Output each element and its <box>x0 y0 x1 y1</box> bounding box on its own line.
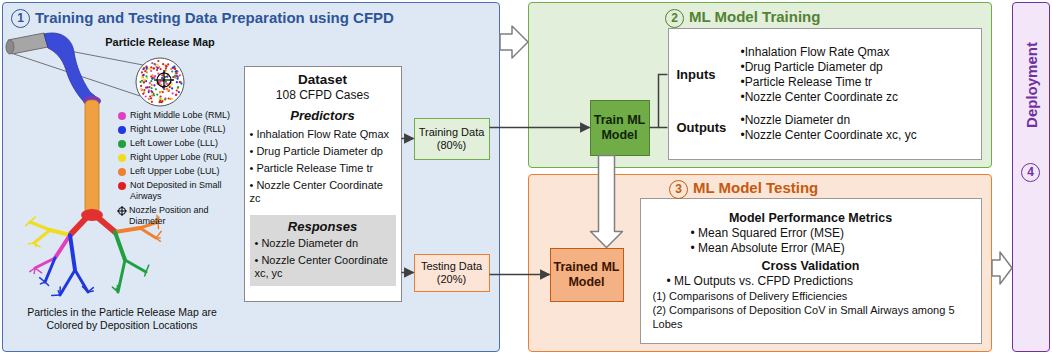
node-text: • Inhalation Flow Rate Qmax <box>250 128 396 141</box>
node-text: Cross Validation <box>647 259 975 274</box>
node-text: • Nozzle Center Coordinate xc, yc <box>255 254 391 280</box>
legend-text: Right Middle Lobe (RML) <box>130 110 230 121</box>
block-arrow <box>992 252 1012 284</box>
node-text: Dataset <box>250 72 396 88</box>
process-box: Trained ML Model <box>550 248 624 302</box>
block-arrow <box>500 26 528 58</box>
node-text: (80%) <box>437 139 466 152</box>
panel: 1 Training and Testing Data Preparation u… <box>2 2 500 352</box>
legend-text: Left Upper Lobe (LUL) <box>130 166 220 177</box>
node-text: (20%) <box>437 273 466 286</box>
node-text: Train ML Model <box>593 113 647 143</box>
node-text: •Inhalation Flow Rate Qmax <box>741 45 973 60</box>
dataset-box: Dataset108 CFPD CasesPredictors • Inhalat… <box>244 66 402 302</box>
legend-row: Nozzle Position and Diameter <box>118 205 242 227</box>
node-text: • Particle Release Time tr <box>250 162 396 175</box>
training-data-box: Training Data(80%) <box>414 118 490 160</box>
node-text: 108 CFPD Cases <box>250 88 396 103</box>
legend-swatch <box>118 140 126 148</box>
io-box: Inputs•Inhalation Flow Rate Qmax•Drug Pa… <box>668 28 982 160</box>
legend-swatch <box>118 126 126 134</box>
panel: 3 ML Model TestingTrained ML Model Model P… <box>528 174 992 352</box>
legend-swatch <box>118 112 126 120</box>
legend-swatch <box>118 168 126 176</box>
node-text: • Mean Absolute Error (MAE) <box>647 241 975 256</box>
process-box: Train ML Model <box>590 100 650 156</box>
node-text: Predictors <box>250 108 396 124</box>
step-number: 1 <box>11 9 30 28</box>
node-text: •Particle Release Time tr <box>741 75 973 90</box>
legend-swatch <box>118 154 126 162</box>
node-text: •Nozzle Diameter dn <box>741 113 973 128</box>
responses-box: Responses • Nozzle Diameter dn • Nozzle Ce… <box>250 215 396 286</box>
node-text: Inputs <box>677 67 741 82</box>
node-text: Model Performance Metrics <box>647 211 975 226</box>
panel-title: Deployment <box>1023 42 1040 128</box>
legend-text: Nozzle Position and Diameter <box>129 205 242 227</box>
legend-row: Left Upper Lobe (LUL) <box>118 166 242 177</box>
legend-text: Right Lower Lobe (RLL) <box>130 124 226 135</box>
node-text: Responses <box>255 219 391 235</box>
step-number: 3 <box>669 180 688 199</box>
panel-title: ML Model Testing <box>693 179 818 196</box>
legend-row: Not Deposited in Small Airways <box>118 180 242 202</box>
metrics-box: Model Performance Metrics• Mean Squared … <box>640 198 982 344</box>
legend-row: Left Lower Lobe (LLL) <box>118 138 242 149</box>
step-number: 2 <box>665 9 684 28</box>
legend: Right Middle Lobe (RML) Right Lower Lobe … <box>118 110 242 230</box>
step-number: 4 <box>1021 163 1040 182</box>
nozzle-swatch <box>117 206 127 216</box>
node-text: • Nozzle Diameter dn <box>255 237 391 250</box>
node-text: • ML Outputs vs. CFPD Predictions <box>647 274 975 289</box>
panel-title: Training and Testing Data Preparation us… <box>35 9 394 26</box>
legend-text: Not Deposited in Small Airways <box>130 180 242 202</box>
legend-row: Right Middle Lobe (RML) <box>118 110 242 121</box>
node-text: • Mean Squared Error (MSE) <box>647 226 975 241</box>
legend-text: Right Upper Lobe (RUL) <box>130 152 227 163</box>
legend-row: Right Upper Lobe (RUL) <box>118 152 242 163</box>
node-text: Trained ML Model <box>553 260 621 290</box>
panel-title: ML Model Training <box>689 8 820 25</box>
legend-row: Right Lower Lobe (RLL) <box>118 124 242 135</box>
node-text: •Nozzle Center Coordinate zc <box>741 90 973 105</box>
node-text: (2) Comparisons of Deposition CoV in Sma… <box>647 303 975 331</box>
node-text: •Drug Particle Diameter dp <box>741 60 973 75</box>
figure-note: Particles in the Particle Release Map ar… <box>8 306 236 332</box>
node-text: Outputs <box>677 120 741 135</box>
legend-swatch <box>118 182 126 190</box>
node-text: Testing Data <box>421 260 482 273</box>
panel: 2 ML Model TrainingTrain ML Model Inputs•I… <box>528 2 992 168</box>
node-text: •Nozzle Center Coordinate xc, yc <box>741 128 973 143</box>
node-text: • Nozzle Center Coordinate zc <box>250 179 396 205</box>
panel: 4 Deployment <box>1012 2 1050 352</box>
node-text: (1) Comparisons of Delivery Efficiencies <box>647 289 975 303</box>
node-text: • Drug Particle Diameter dp <box>250 145 396 158</box>
node-text: Training Data <box>419 126 485 139</box>
figure-label: Particle Release Map <box>100 36 220 49</box>
testing-data-box: Testing Data(20%) <box>414 254 490 292</box>
legend-text: Left Lower Lobe (LLL) <box>130 138 218 149</box>
